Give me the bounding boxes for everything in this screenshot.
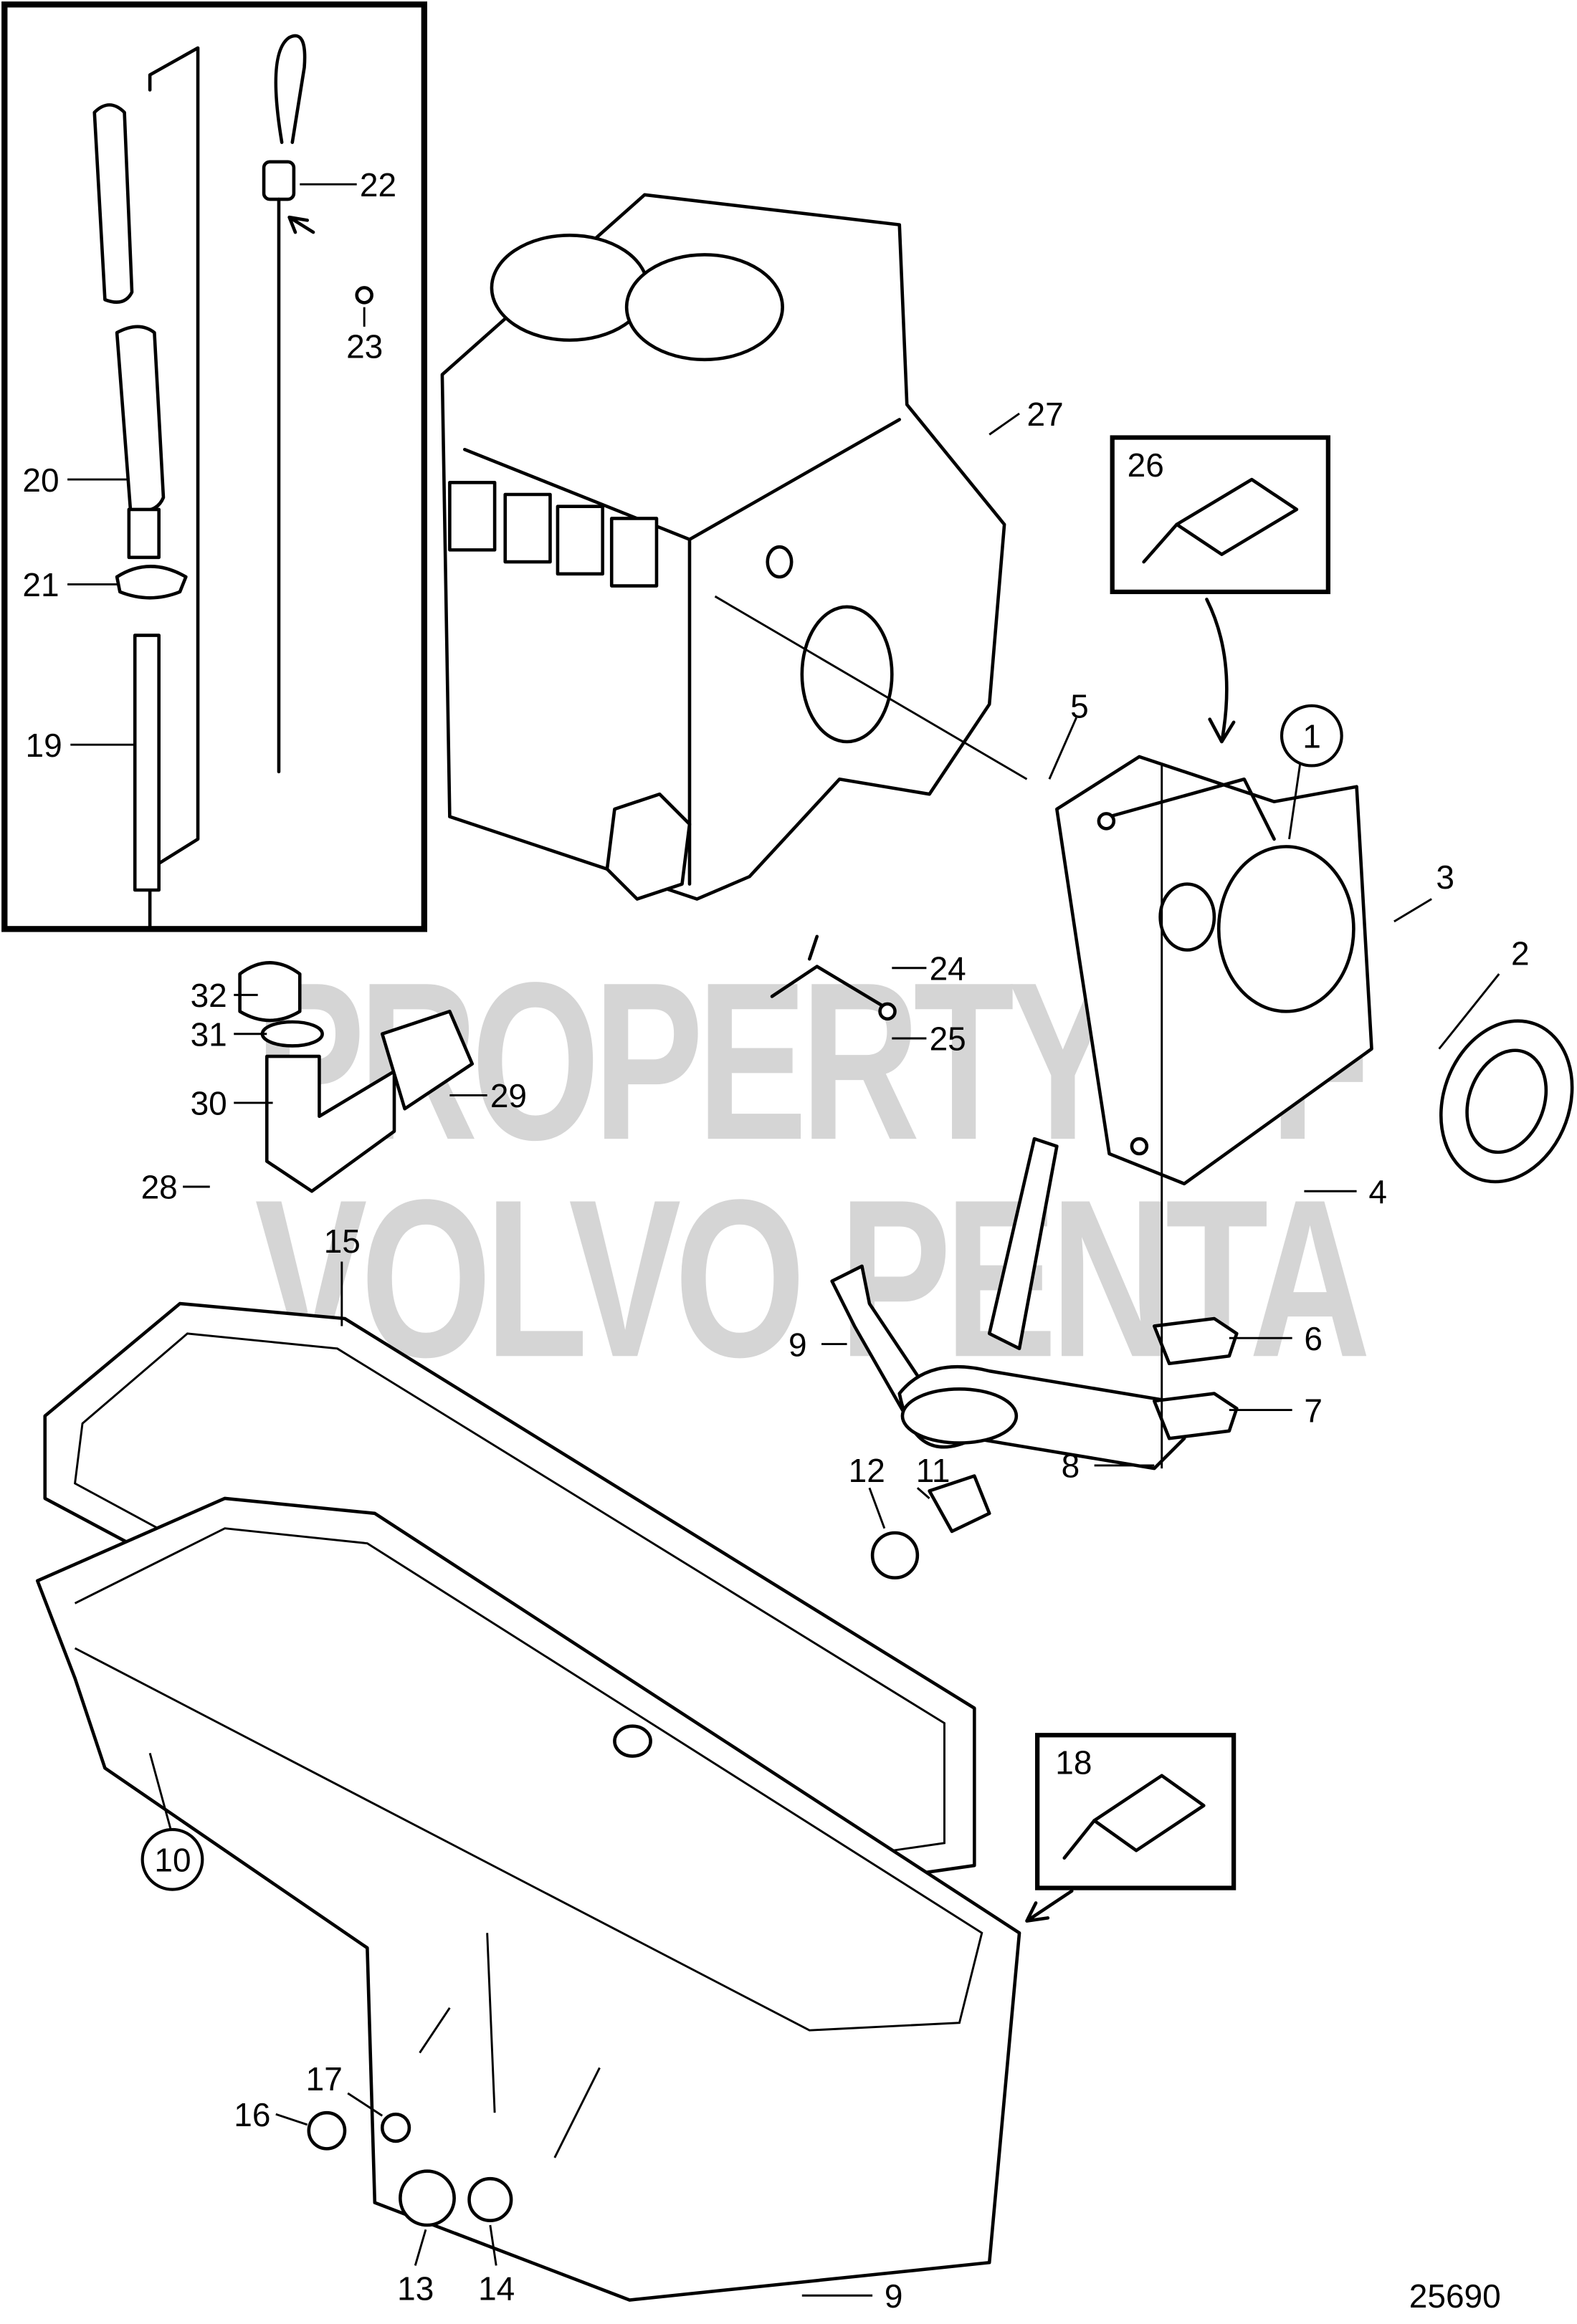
- oil-pickup-tube: [830, 1137, 1239, 1471]
- callout-19: 19: [26, 727, 62, 764]
- callout-32: 32: [191, 977, 227, 1014]
- callout-6: 6: [1304, 1320, 1323, 1357]
- callout-30: 30: [191, 1085, 227, 1122]
- callout-4: 4: [1368, 1173, 1387, 1210]
- bracket-24: [770, 934, 897, 1021]
- callout-9-lower: 9: [885, 2277, 903, 2315]
- callout-5: 5: [1070, 688, 1089, 725]
- oil-filler: [238, 961, 475, 1193]
- callout-23: 23: [346, 328, 383, 365]
- dipstick-tube-upper: [92, 103, 166, 560]
- callout-18: 18: [1055, 1744, 1092, 1782]
- callout-14: 14: [478, 2270, 515, 2308]
- seal-ring: [1439, 1019, 1574, 1184]
- engine-block: [440, 193, 1028, 901]
- callout-24: 24: [930, 950, 966, 987]
- callout-26: 26: [1128, 446, 1164, 484]
- callout-15: 15: [324, 1223, 361, 1260]
- callout-13: 13: [397, 2270, 434, 2308]
- callout-28: 28: [141, 1169, 178, 1206]
- callout-2: 2: [1511, 935, 1530, 972]
- callout-9-upper: 9: [788, 1326, 807, 1363]
- callout-3: 3: [1436, 859, 1454, 896]
- callout-labels: 22 23 20 21 19 27 26 1 5 3 2 24 25 32 31…: [22, 166, 1529, 2315]
- oil-pump-cover: [1055, 755, 1373, 1186]
- callout-12: 12: [849, 1452, 885, 1489]
- callout-29: 29: [490, 1077, 527, 1114]
- dipstick-tube-lower: [133, 633, 161, 892]
- oil-pan: [35, 1496, 1021, 2302]
- sealant-box-26: [1110, 435, 1330, 744]
- dipstick-inset: [1, 1, 428, 932]
- sealant-box-18: [1025, 1733, 1237, 1923]
- callout-16: 16: [234, 2096, 270, 2133]
- callout-25: 25: [930, 1020, 966, 1058]
- callout-17: 17: [306, 2060, 343, 2098]
- figure-number: 25690: [1409, 2277, 1501, 2315]
- callout-7: 7: [1304, 1392, 1323, 1429]
- svg-text:1: 1: [1302, 717, 1321, 755]
- callout-27: 27: [1027, 396, 1064, 433]
- callout-10: 10: [140, 1827, 204, 1891]
- dipstick: [262, 34, 373, 774]
- callout-22: 22: [360, 166, 396, 204]
- svg-text:10: 10: [154, 1842, 191, 1879]
- leader-lines: [67, 183, 1500, 2297]
- callout-8: 8: [1062, 1448, 1080, 1485]
- callout-31: 31: [191, 1015, 227, 1053]
- callout-11: 11: [916, 1452, 951, 1489]
- callout-20: 20: [22, 462, 59, 499]
- callout-21: 21: [22, 566, 59, 603]
- callout-1: 1: [1280, 704, 1343, 768]
- dipstick-clamp: [115, 565, 188, 600]
- drain-plugs: [307, 1474, 991, 2227]
